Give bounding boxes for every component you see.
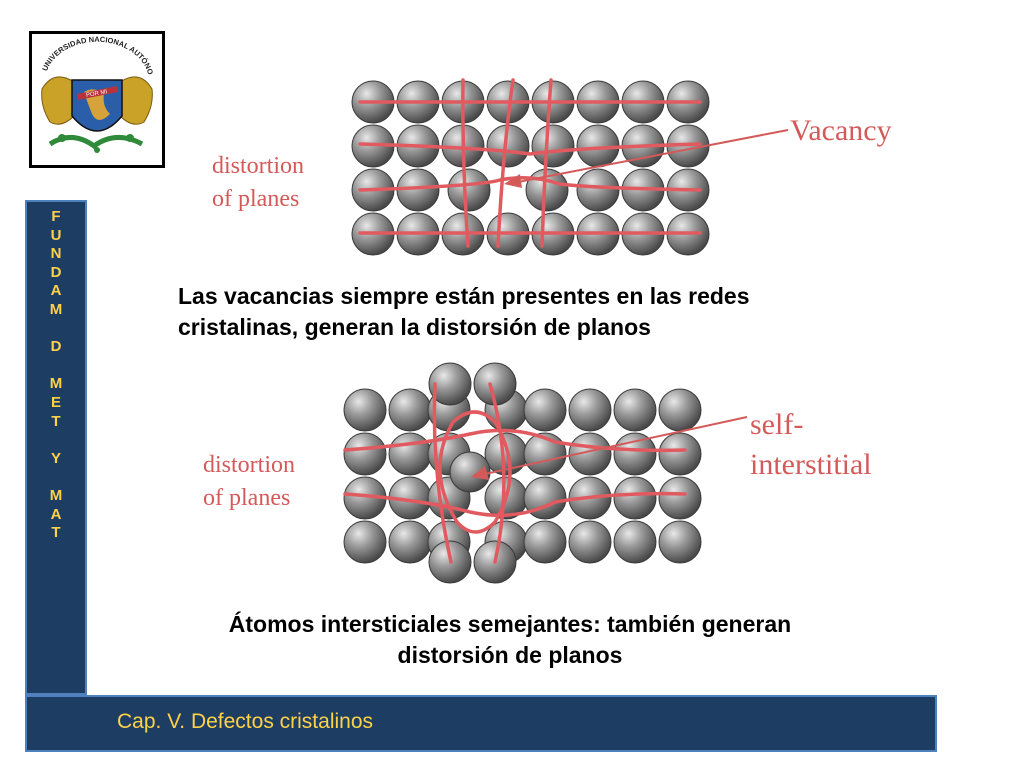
footer-bar: Cap. V. Defectos cristalinos (25, 695, 937, 752)
vacancy-arrow (504, 129, 789, 188)
interstitial-caption: Átomos intersticiales semejantes: tambié… (150, 609, 870, 671)
interstitial-caption-line2: distorsión de planos (397, 642, 623, 668)
atom (343, 388, 387, 432)
distortion-label-line1: distortion (212, 153, 304, 179)
sidebar-letter: N (50, 245, 62, 263)
vacancy-caption: Las vacancias siempre están presentes en… (178, 281, 918, 343)
unam-logo: UNIVERSIDAD NACIONAL AUTÓNOMA DE MÉXICO … (29, 31, 165, 168)
atom (523, 388, 567, 432)
unam-crest-icon: UNIVERSIDAD NACIONAL AUTÓNOMA DE MÉXICO … (32, 34, 155, 153)
atom (568, 520, 612, 564)
self-interstitial-arrow (471, 416, 748, 480)
sidebar-letter: M (49, 300, 63, 318)
logo-text: UNIVERSIDAD NACIONAL AUTÓNOMA DE MÉXICO (32, 34, 155, 76)
sidebar-letter: A (50, 282, 62, 300)
atom (568, 432, 612, 476)
atom (343, 520, 387, 564)
atom (658, 476, 702, 520)
vacancy-caption-line2: cristalinas, generan la distorsión de pl… (178, 314, 651, 340)
atom (658, 520, 702, 564)
sidebar-letter: E (50, 393, 61, 411)
atom (388, 520, 432, 564)
sidebar-letter: U (50, 226, 62, 244)
atom (343, 432, 387, 476)
distortion-lines (343, 382, 687, 564)
vacancy-label: Vacancy (790, 114, 892, 147)
atom (613, 432, 657, 476)
sidebar-letter: T (51, 524, 61, 542)
atom (613, 520, 657, 564)
distortion-label-line2: of planes (203, 485, 290, 511)
distortion-label-line1: distortion (203, 452, 295, 478)
vacancy-diagram: distortion of planes Vacancy (200, 70, 920, 260)
atom (525, 168, 569, 212)
sidebar-letter: M (49, 375, 63, 393)
atom (613, 388, 657, 432)
atom (428, 362, 472, 406)
svg-text:UNIVERSIDAD NACIONAL AUTÓNOMA: UNIVERSIDAD NACIONAL AUTÓNOMA DE MÉXICO (32, 34, 155, 76)
sidebar-letter: A (50, 505, 62, 523)
sidebar-letter: D (50, 263, 62, 281)
distortion-label-line2: of planes (212, 186, 299, 212)
atom (388, 432, 432, 476)
sidebar-letter: F (51, 208, 61, 225)
sidebar-letter: T (51, 412, 61, 430)
chapter-title: Cap. V. Defectos cristalinos (117, 710, 374, 733)
atom (658, 432, 702, 476)
sidebar-letter: D (50, 338, 62, 356)
atom (523, 520, 567, 564)
sidebar-letter: M (49, 486, 63, 504)
atom (388, 388, 432, 432)
self-interstitial-label-line2: interstitial (750, 448, 872, 481)
atom (568, 388, 612, 432)
atom (576, 168, 620, 212)
self-interstitial-diagram: distortion of planes self- interstitial (195, 362, 915, 587)
atom (531, 124, 575, 168)
distortion-lines (358, 78, 702, 248)
sidebar-letter: Y (50, 449, 61, 467)
atom (613, 476, 657, 520)
self-interstitial-label-line1: self- (750, 408, 803, 441)
atom (658, 388, 702, 432)
vacancy-caption-line1: Las vacancias siempre están presentes en… (178, 283, 750, 309)
svg-text:POR MI: POR MI (86, 89, 108, 99)
interstitial-caption-line1: Átomos intersticiales semejantes: tambié… (228, 611, 792, 637)
atom (447, 168, 491, 212)
